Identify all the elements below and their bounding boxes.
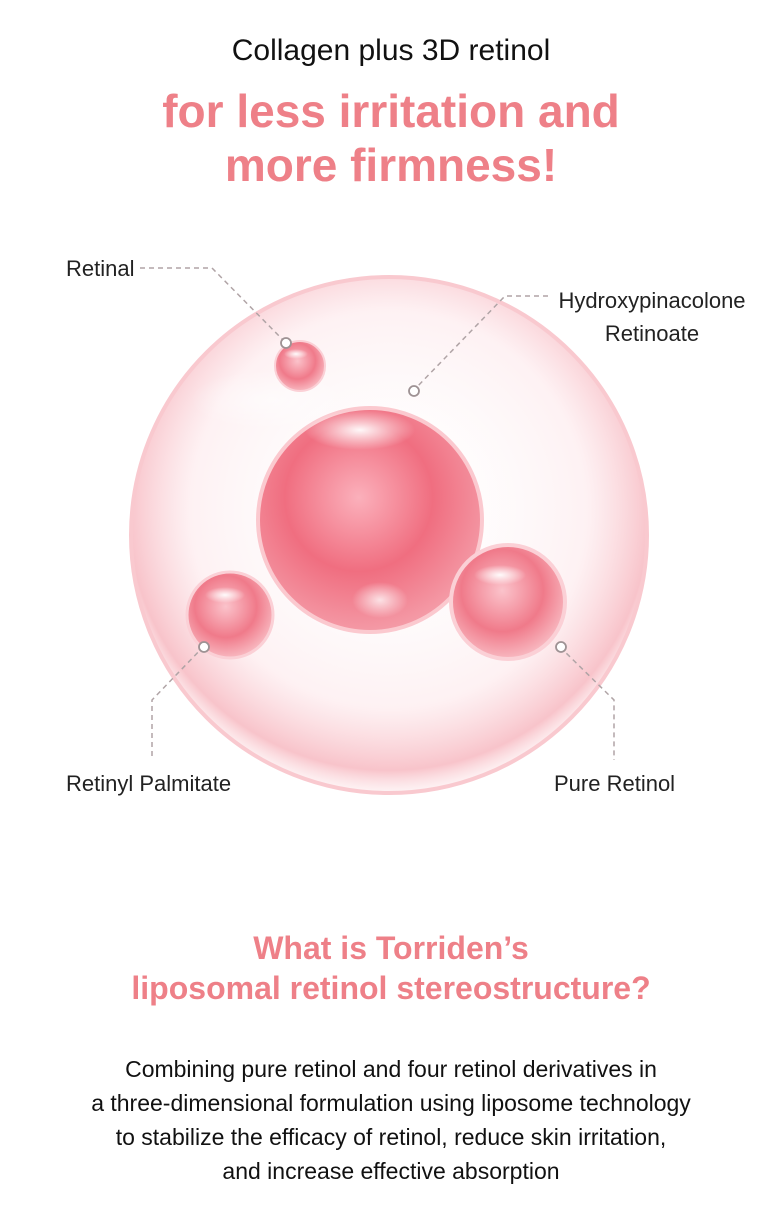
label-retinal: Retinal <box>66 256 135 281</box>
liposome-illustration <box>129 267 649 795</box>
pure-retinol-bubble <box>449 543 567 661</box>
body-line-2: a three-dimensional formulation using li… <box>91 1090 691 1116</box>
section-title-line-1: What is Torriden’s <box>253 930 529 966</box>
pure-retinol-highlight <box>474 565 526 585</box>
retinyl-palmitate-highlight <box>205 587 245 603</box>
label-retinyl-palmitate: Retinyl Palmitate <box>66 771 232 796</box>
leader-line-hpr <box>413 295 548 391</box>
headline-line-1: for less irritation and <box>162 85 620 137</box>
section-title-line-2: liposomal retinol stereostructure? <box>131 970 651 1006</box>
leader-line-retinyl-palmitate <box>151 645 205 760</box>
marker-hpr <box>408 385 420 397</box>
body-line-4: and increase effective absorption <box>222 1158 560 1184</box>
label-pure-retinol: Pure Retinol <box>554 771 676 796</box>
marker-pure-retinol <box>555 641 567 653</box>
marker-retinyl-palmitate <box>198 641 210 653</box>
retinal-highlight <box>284 349 308 359</box>
headline: for less irritation and more firmness! <box>0 84 782 192</box>
leader-line-pure-retinol <box>559 646 615 760</box>
section-body: Combining pure retinol and four retinol … <box>0 1052 782 1188</box>
body-line-3: to stabilize the efficacy of retinol, re… <box>115 1124 667 1150</box>
marker-retinal <box>280 337 292 349</box>
label-hpr-line-2: Retinoate <box>604 321 700 346</box>
core-highlight <box>305 410 415 450</box>
body-line-1: Combining pure retinol and four retinol … <box>125 1056 657 1082</box>
liposome-diagram: Retinal Hydroxypinacolone Retinoate Reti… <box>0 230 782 830</box>
core-glare <box>352 582 408 618</box>
section-title: What is Torriden’s liposomal retinol ste… <box>0 928 782 1008</box>
leader-line-retinal <box>140 267 287 344</box>
headline-line-2: more firmness! <box>224 139 558 191</box>
label-hpr-line-1: Hydroxypinacolone <box>558 288 746 313</box>
core-bubble <box>256 406 484 634</box>
retinal-bubble <box>274 340 326 392</box>
eyebrow-title: Collagen plus 3D retinol <box>231 34 551 67</box>
label-hydroxypinacolone-retinoate: Hydroxypinacolone Retinoate <box>552 284 752 350</box>
